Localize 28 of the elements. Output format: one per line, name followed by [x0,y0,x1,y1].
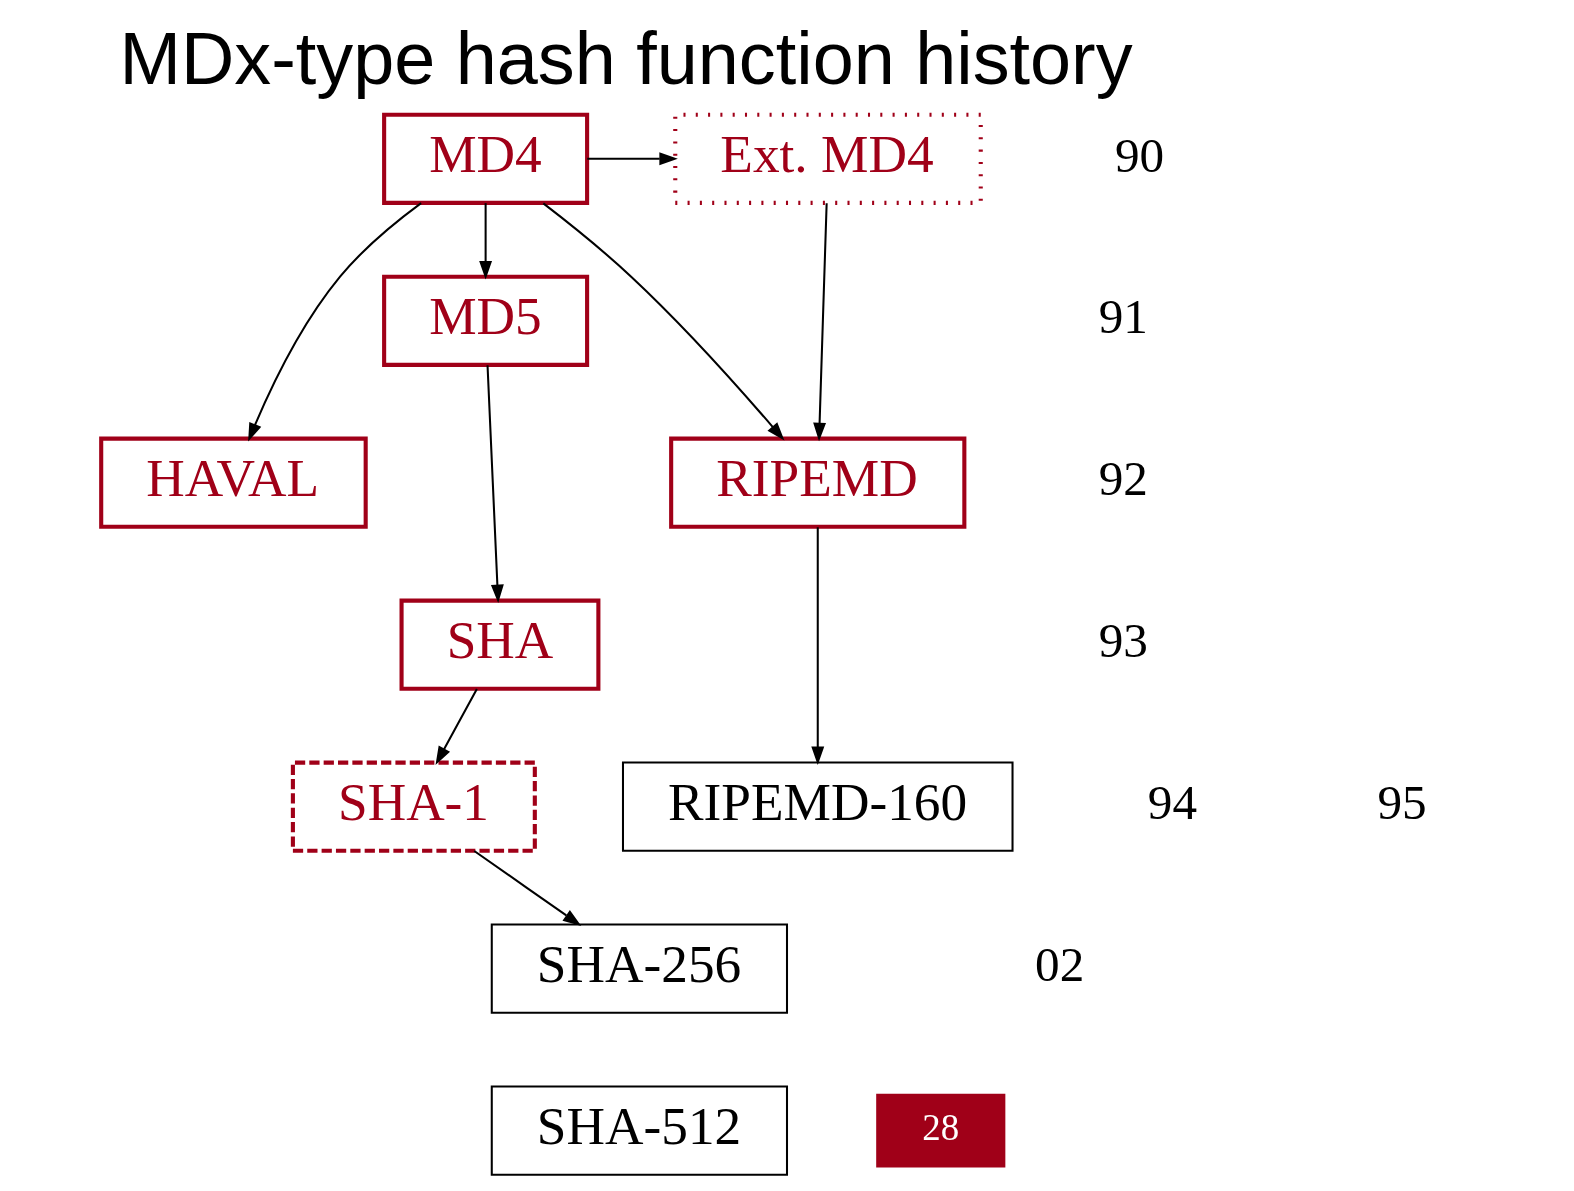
node-box: SHA [399,598,601,691]
label: 28 [922,1106,960,1148]
label: 02 [1035,937,1085,993]
arrow [479,203,493,280]
node-box: SHA-512 [490,1085,789,1176]
arrow [813,203,828,442]
node-box: MD4 [382,112,590,205]
label: 95 [1377,775,1427,831]
diagram-title: MDx-type hash function history [119,16,1133,100]
node-box: RIPEMD-160 [621,761,1014,852]
arrow [587,152,678,166]
node-box: RIPEMD [669,436,967,529]
arrow [248,202,422,442]
node-box: SHA-1 [290,760,537,853]
label: 92 [1098,451,1148,507]
arrow [542,202,785,441]
node-box: MD5 [382,274,590,367]
node-box: Ext. MD4 [673,112,983,205]
arrow [811,527,825,766]
label: 93 [1098,613,1148,669]
label: 94 [1147,775,1198,831]
label: 91 [1098,289,1148,345]
arrow [435,688,478,765]
arrow [486,365,504,604]
node-box: SHA-256 [490,923,789,1014]
label: 90 [1115,127,1165,183]
arrow [473,850,582,926]
node-box: HAVAL [99,436,368,529]
